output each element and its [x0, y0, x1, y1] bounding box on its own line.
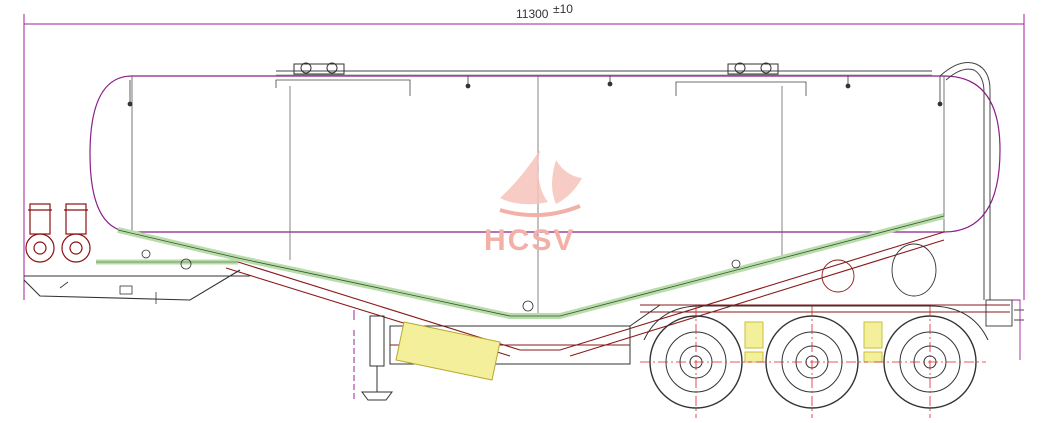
- manhole-front: [275, 62, 411, 96]
- overall-length-label: 11300: [516, 7, 549, 21]
- overall-dimension: 11300 ±10: [23, 2, 1025, 300]
- top-fittings: [127, 76, 943, 107]
- rear-equipment: [821, 243, 1024, 360]
- misc-fittings: [59, 249, 741, 312]
- equipment-box: [395, 321, 501, 381]
- landing-gear: [353, 310, 393, 401]
- suspension: [744, 321, 883, 363]
- aeration-pipe: [96, 213, 945, 319]
- wheel-1: [640, 306, 752, 418]
- wheel-2: [756, 306, 868, 418]
- rear-ladder: [939, 62, 991, 300]
- manhole-rear: [675, 62, 807, 96]
- tank-body: [89, 70, 1001, 318]
- discharge-valves: [25, 203, 91, 263]
- hcsv-logo: HCSV: [484, 150, 582, 257]
- fender: [643, 305, 989, 341]
- watermark-text: HCSV: [484, 224, 575, 257]
- overall-length-tolerance: ±10: [553, 2, 573, 16]
- wheel-3: [874, 306, 986, 418]
